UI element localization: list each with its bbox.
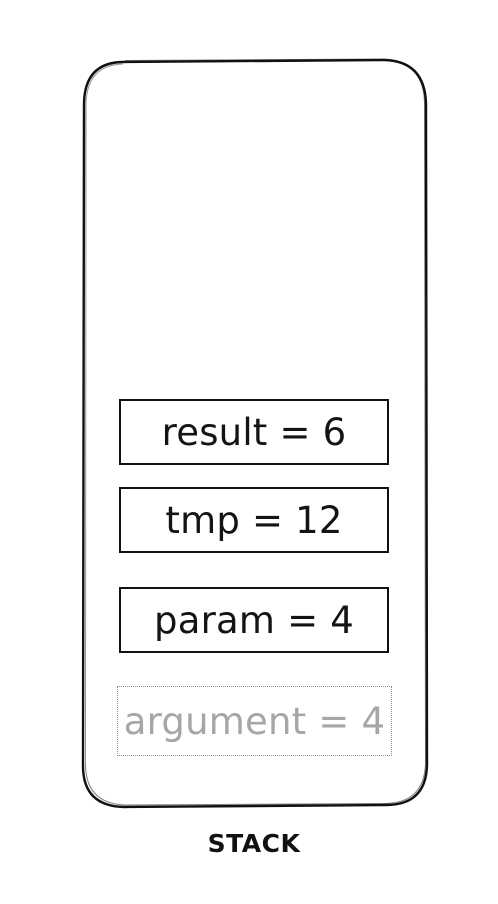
stack-frame-text: result = 6	[161, 410, 347, 454]
stack-frame-result: result = 6	[119, 399, 389, 465]
stack-title-label: STACK	[207, 829, 301, 858]
stack-frame-text: argument = 4	[123, 699, 386, 743]
stack-frame-text: param = 4	[154, 598, 354, 642]
stack-frame-param: param = 4	[119, 587, 389, 653]
stack-frame-argument-faded: argument = 4	[117, 686, 392, 756]
stack-frame-text: tmp = 12	[165, 498, 343, 542]
stack-frame-tmp: tmp = 12	[119, 487, 389, 553]
